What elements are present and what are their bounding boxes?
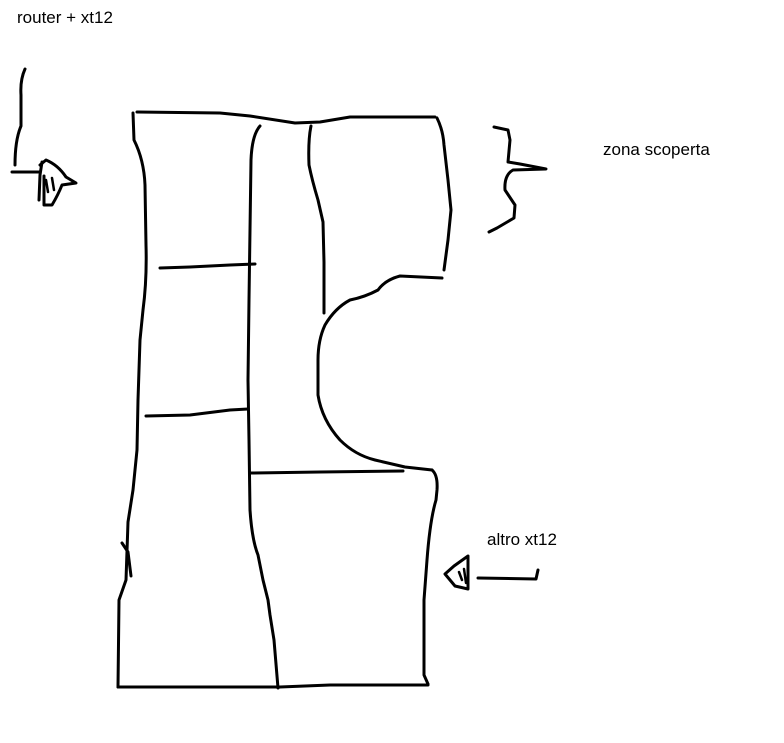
inner-right-wall	[307, 124, 326, 315]
notch-top-wall	[316, 274, 444, 472]
router-device-icon	[10, 158, 78, 207]
altro-pointer-line	[476, 568, 540, 581]
room-divider-3	[249, 469, 405, 475]
zona-bracket	[487, 125, 548, 234]
outer-left-wall	[116, 111, 148, 689]
router-pointer-line	[13, 67, 27, 167]
altro-device-icon	[443, 554, 470, 591]
router-label: router + xt12	[17, 8, 113, 27]
outer-top-wall	[135, 110, 437, 125]
outer-right-upper-wall	[435, 116, 453, 272]
left-wall-mark	[120, 541, 133, 578]
outer-right-lower-wall	[422, 468, 439, 686]
room-divider-2	[144, 407, 250, 418]
zona-scoperta-label: zona scoperta	[603, 140, 710, 159]
room-divider-1	[158, 262, 257, 270]
inner-vertical-wall	[246, 124, 280, 690]
outer-bottom-wall	[116, 683, 430, 689]
altro-xt12-label: altro xt12	[487, 530, 557, 549]
